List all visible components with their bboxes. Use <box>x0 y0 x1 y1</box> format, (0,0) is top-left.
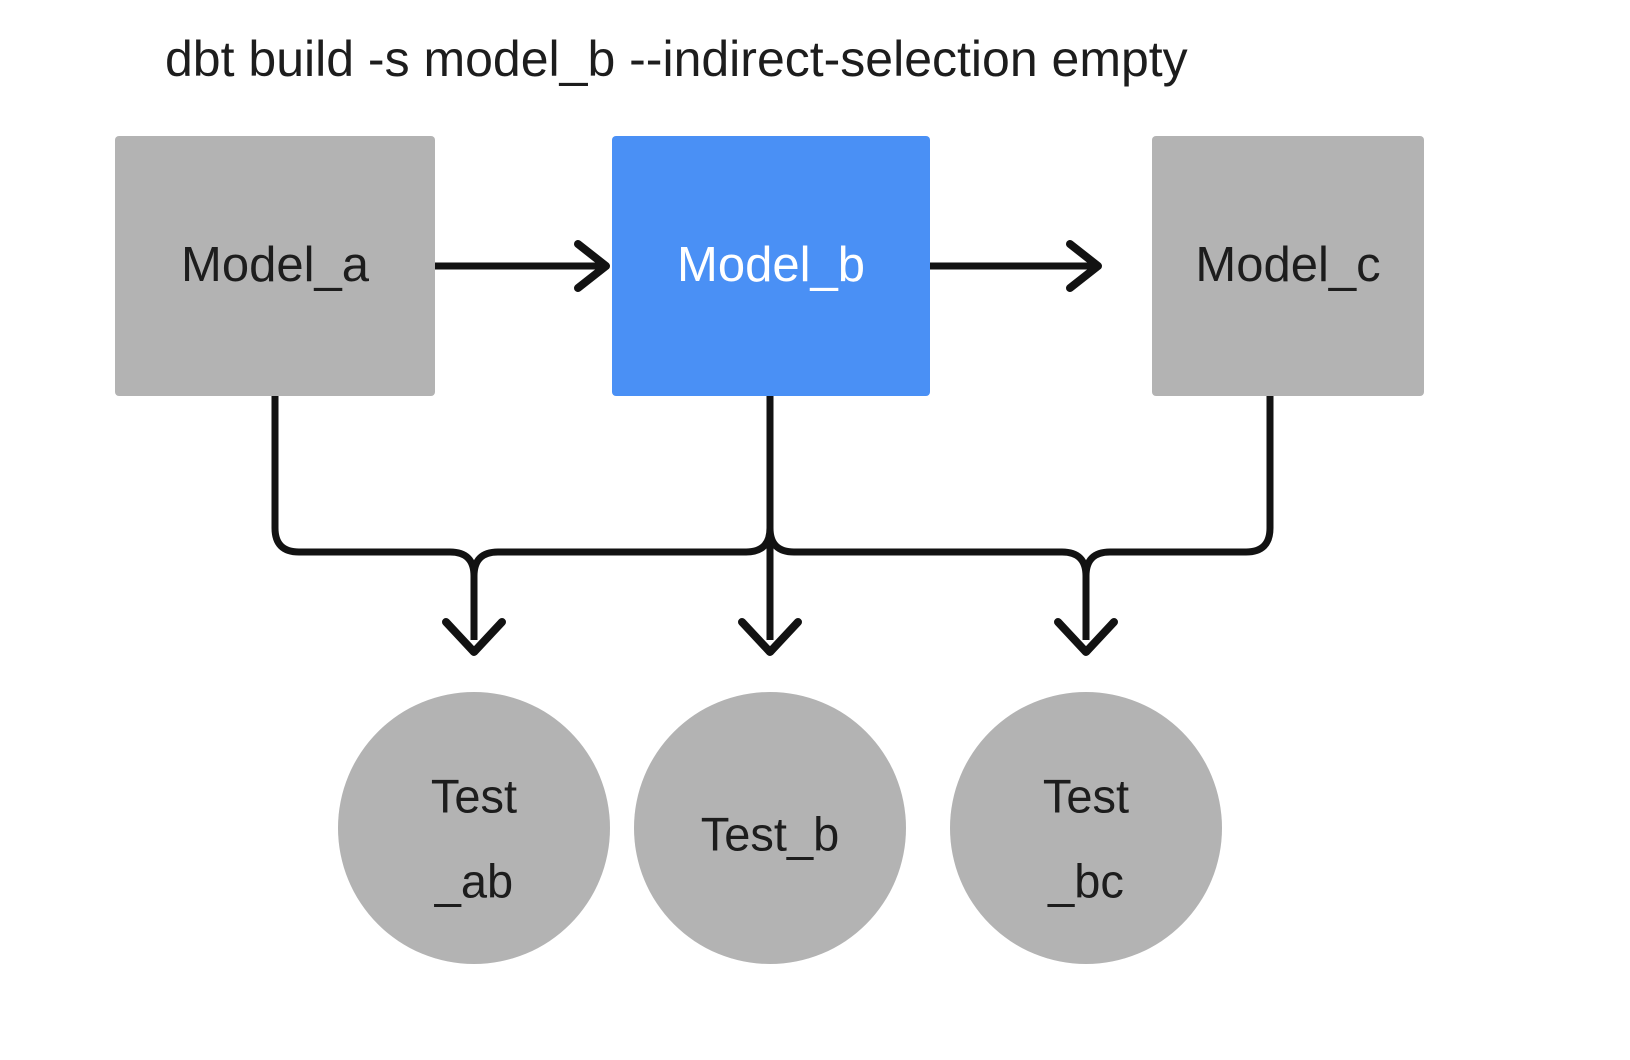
node-test-bc[interactable]: Test _bc <box>950 692 1222 964</box>
node-model-b[interactable]: Model_b <box>612 136 930 396</box>
test-ab-label-line1: Test <box>431 769 517 822</box>
test-ab-label-line2: _ab <box>434 854 513 907</box>
model-c-box[interactable] <box>1152 136 1424 396</box>
arrow-into-test-b <box>738 618 802 656</box>
test-bc-circle[interactable] <box>950 692 1222 964</box>
edge-model-a-to-test-ab <box>271 396 478 640</box>
edge-model-b-to-test-bc <box>766 396 1090 640</box>
model-c-label: Model_c <box>1195 238 1380 292</box>
node-model-c[interactable]: Model_c <box>1152 136 1424 396</box>
test-b-label-line1: Test_b <box>701 807 839 860</box>
test-bc-label-line1: Test <box>1043 769 1129 822</box>
page-title: dbt build -s model_b --indirect-selectio… <box>165 31 1188 87</box>
test-b-circle[interactable] <box>634 692 906 964</box>
model-a-label: Model_a <box>181 238 370 292</box>
node-model-a[interactable]: Model_a <box>115 136 435 396</box>
node-test-b[interactable]: Test_b <box>634 692 906 964</box>
arrow-into-test-ab <box>442 618 506 656</box>
test-bc-label-line2: _bc <box>1047 854 1124 907</box>
edge-model-c-to-test-bc <box>1082 396 1274 640</box>
model-b-box[interactable] <box>612 136 930 396</box>
edge-model-b-to-test-ab <box>470 396 774 640</box>
test-ab-circle[interactable] <box>338 692 610 964</box>
node-test-ab[interactable]: Test _ab <box>338 692 610 964</box>
model-b-label: Model_b <box>677 238 865 292</box>
edge-model-b-to-model-c <box>930 240 1102 292</box>
model-a-box[interactable] <box>115 136 435 396</box>
edge-model-a-to-model-b <box>435 240 610 292</box>
arrow-into-test-bc <box>1054 618 1118 656</box>
